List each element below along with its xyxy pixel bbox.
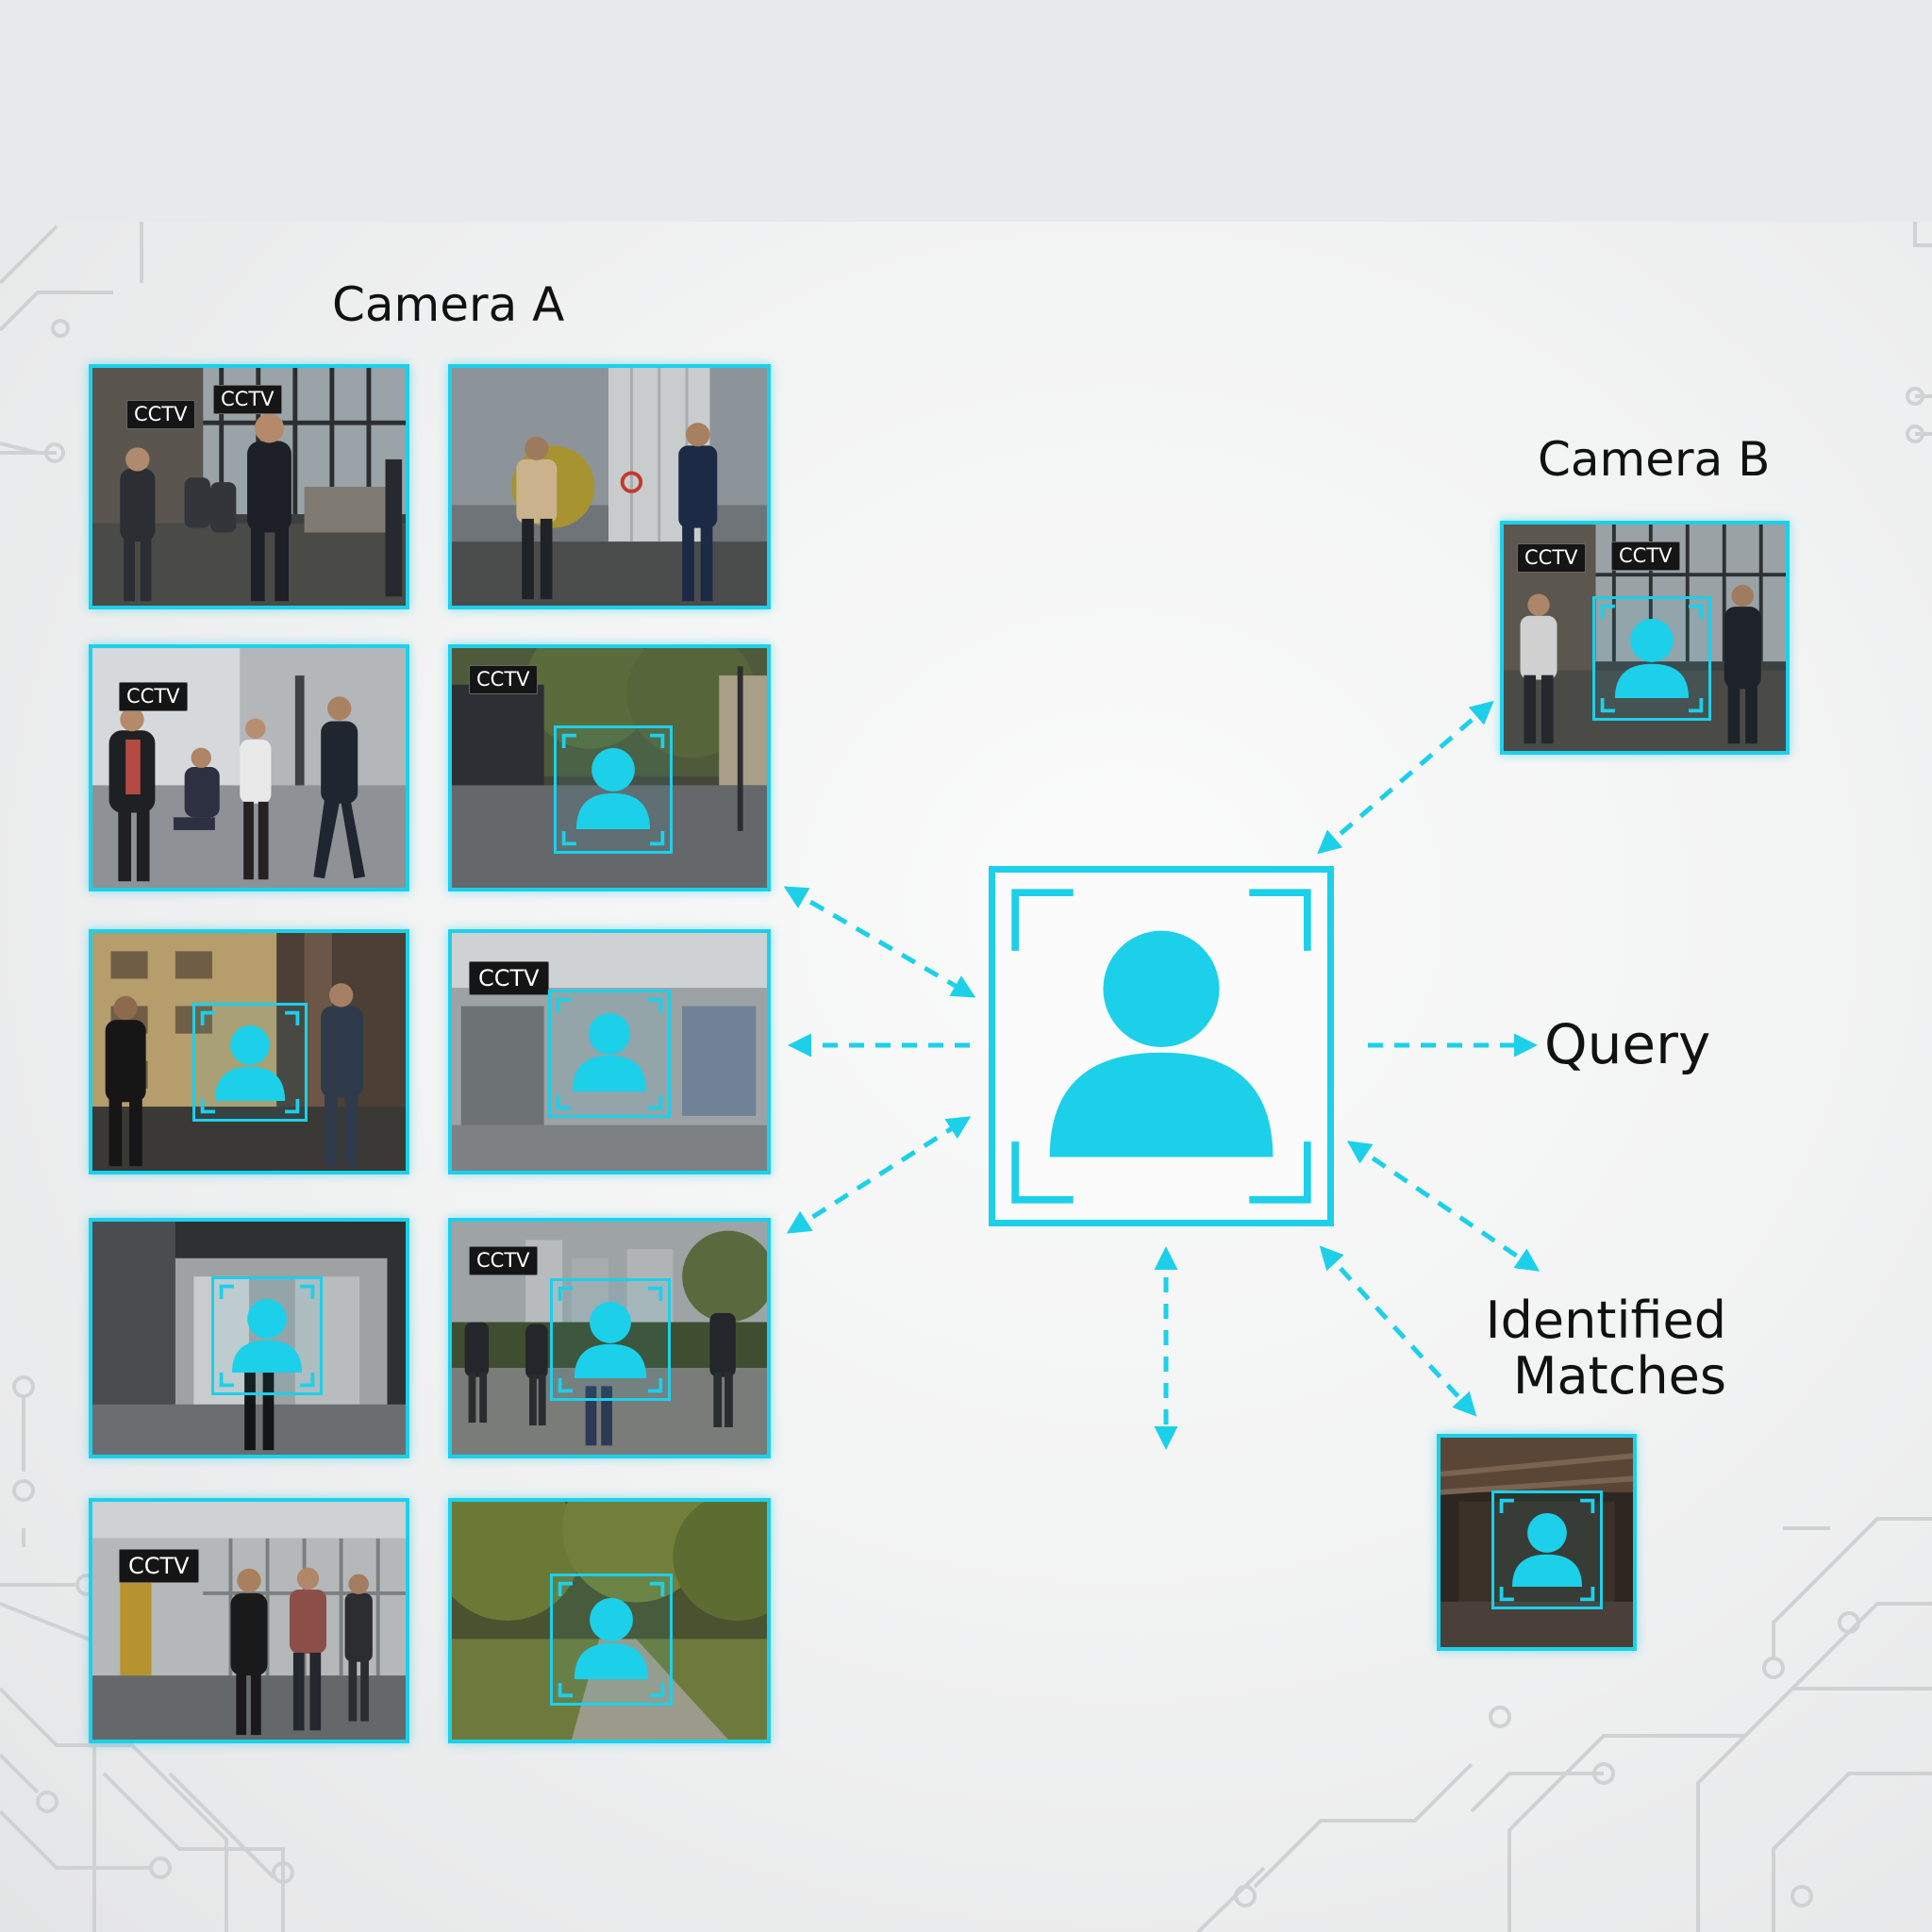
outdoor-plaza-scene <box>452 368 767 606</box>
query-person-box <box>989 866 1334 1226</box>
query-label: Query <box>1544 1012 1711 1076</box>
person-detection-box <box>1491 1491 1603 1609</box>
camera-a-frame: CCTV CCTV <box>89 364 409 609</box>
cctv-tag: CCTV <box>469 1246 538 1276</box>
identified-matches-line2: Matches <box>1512 1346 1726 1407</box>
person-detection-box <box>554 725 673 854</box>
top-band <box>0 0 1932 222</box>
person-detection-box <box>550 1278 671 1401</box>
camera-a-frame: CCTV <box>89 644 409 891</box>
camera-a-frame <box>89 929 409 1174</box>
building-courtyard-scene <box>92 933 406 1171</box>
identified-matches-line1: Identified <box>1485 1291 1726 1350</box>
cctv-tag: CCTV <box>119 682 188 712</box>
person-detection-icon <box>558 1581 665 1698</box>
camera-a-frame: CCTV <box>448 1218 771 1458</box>
person-detection-icon <box>556 997 663 1110</box>
person-detection-icon <box>200 1010 300 1114</box>
cctv-tag: CCTV <box>469 665 538 695</box>
camera-a-frame <box>89 1218 409 1458</box>
person-detection-box <box>550 1574 673 1706</box>
arrow-identified-match <box>1319 1245 1477 1417</box>
person-detection-box <box>1592 596 1711 721</box>
arrow-camera-b <box>1317 700 1494 855</box>
camera-a-frame: CCTV <box>448 929 771 1174</box>
cctv-tag: CCTV <box>213 385 282 415</box>
camera-a-frame <box>448 364 771 609</box>
glass-building-scene <box>92 1502 406 1740</box>
cctv-tag: CCTV <box>1611 541 1680 572</box>
person-detection-box <box>192 1003 308 1122</box>
arrow-lower-right <box>1346 1141 1541 1272</box>
person-detection-icon <box>561 733 665 846</box>
cctv-tag: CCTV <box>1517 543 1586 574</box>
identified-matches-label: Identified Matches <box>1453 1292 1726 1405</box>
camera-a-frame <box>448 1498 771 1743</box>
person-icon <box>1011 889 1311 1204</box>
person-detection-box <box>548 990 671 1118</box>
cctv-tag: CCTV <box>469 961 549 996</box>
identified-match-frame <box>1437 1434 1637 1651</box>
arrow-grid-lower <box>786 1116 972 1234</box>
person-detection-icon <box>558 1286 663 1393</box>
camera-a-frame: CCTV <box>448 644 771 891</box>
camera-b-label: Camera B <box>1538 432 1771 487</box>
person-detection-icon <box>219 1284 315 1388</box>
arrow-grid-upper <box>783 886 976 998</box>
cctv-tag: CCTV <box>119 1549 199 1584</box>
person-detection-icon <box>1499 1498 1595 1602</box>
camera-b-frame: CCTV CCTV <box>1500 521 1790 755</box>
person-detection-icon <box>1600 604 1704 713</box>
building-entrance-scene <box>92 1222 406 1455</box>
camera-a-label: Camera A <box>332 277 565 332</box>
camera-a-frame: CCTV <box>89 1498 409 1743</box>
person-detection-box <box>211 1276 323 1395</box>
street-group-scene <box>92 648 406 888</box>
cctv-tag: CCTV <box>126 400 195 430</box>
